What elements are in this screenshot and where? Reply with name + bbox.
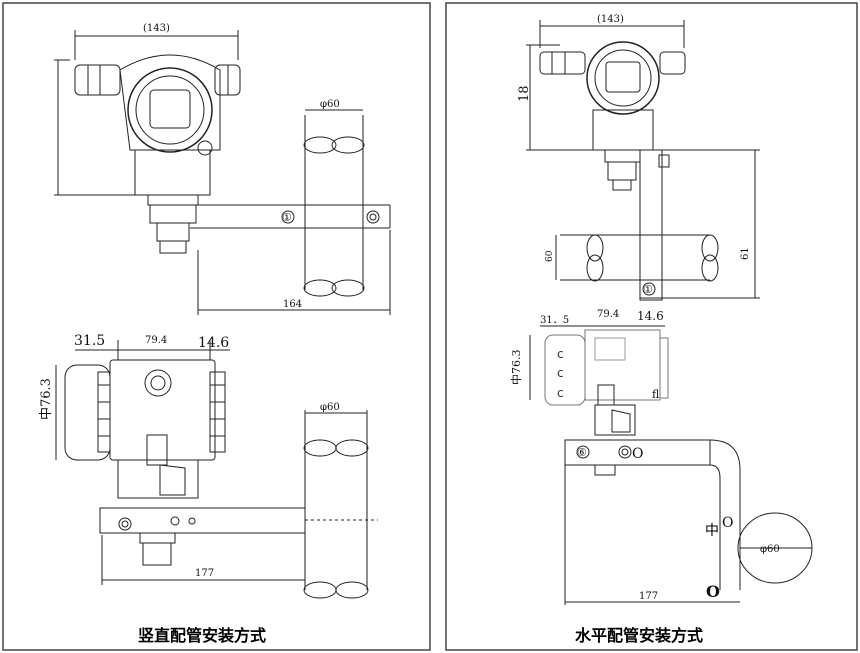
right-panel-frame: [445, 2, 858, 651]
svg-text:c: c: [557, 386, 564, 400]
left-bottom-center-dist: 79.4: [145, 335, 167, 346]
left-bottom-pipe-dia: φ60: [320, 402, 340, 413]
right-bottom-view: 31．5 79.4 14.6 中76.3 c c c fl ⑥ O φ60 中 …: [510, 309, 813, 605]
right-bottom-bolt-mark: O: [632, 446, 643, 462]
left-panel-frame: [2, 2, 431, 651]
right-bottom-bottom-o: O: [706, 582, 720, 601]
svg-text:c: c: [557, 347, 564, 361]
right-top-callout: ①: [643, 283, 653, 296]
right-top-pipe-h: 60: [545, 250, 555, 262]
left-bottom-body-dia: 中76.3: [39, 378, 54, 420]
right-bottom-pipe-dia: φ60: [760, 544, 780, 555]
right-bottom-offset-b: 14.6: [637, 309, 664, 323]
right-bottom-center-o: O: [722, 515, 733, 531]
left-top-width-dim: (143): [143, 23, 170, 34]
right-bottom-center-dist: 79.4: [597, 309, 619, 320]
left-top-callout: ①: [282, 211, 292, 224]
right-bottom-offset-a: 31．5: [540, 315, 569, 326]
right-top-width-dim: (143): [597, 14, 624, 25]
right-top-height-dim: 18: [517, 85, 532, 102]
left-caption: 竖直配管安装方式: [138, 626, 267, 645]
left-top-view: (143) ① φ60: [54, 23, 391, 315]
right-top-total-h: 61: [740, 247, 751, 260]
left-top-bracket-len: 164: [283, 299, 302, 310]
left-bottom-offset-b: 14.6: [198, 335, 229, 351]
left-bottom-view: 31.5 79.4 14.6 中76.3 φ60: [39, 333, 378, 599]
left-bottom-bracket-len: 177: [195, 568, 214, 579]
right-caption: 水平配管安装方式: [575, 626, 704, 645]
right-bottom-center-mark: 中: [705, 523, 719, 539]
svg-text:c: c: [557, 366, 564, 380]
left-top-pipe-dia: φ60: [320, 99, 340, 110]
right-bottom-side-label: fl: [652, 388, 660, 401]
right-bottom-bracket-len: 177: [639, 591, 658, 602]
right-bottom-callout: ⑥: [577, 446, 587, 459]
right-top-view: (143) 18 61 60 ①: [517, 14, 760, 301]
right-bottom-body-dia: 中76.3: [510, 350, 523, 386]
left-bottom-offset-a: 31.5: [74, 333, 105, 349]
